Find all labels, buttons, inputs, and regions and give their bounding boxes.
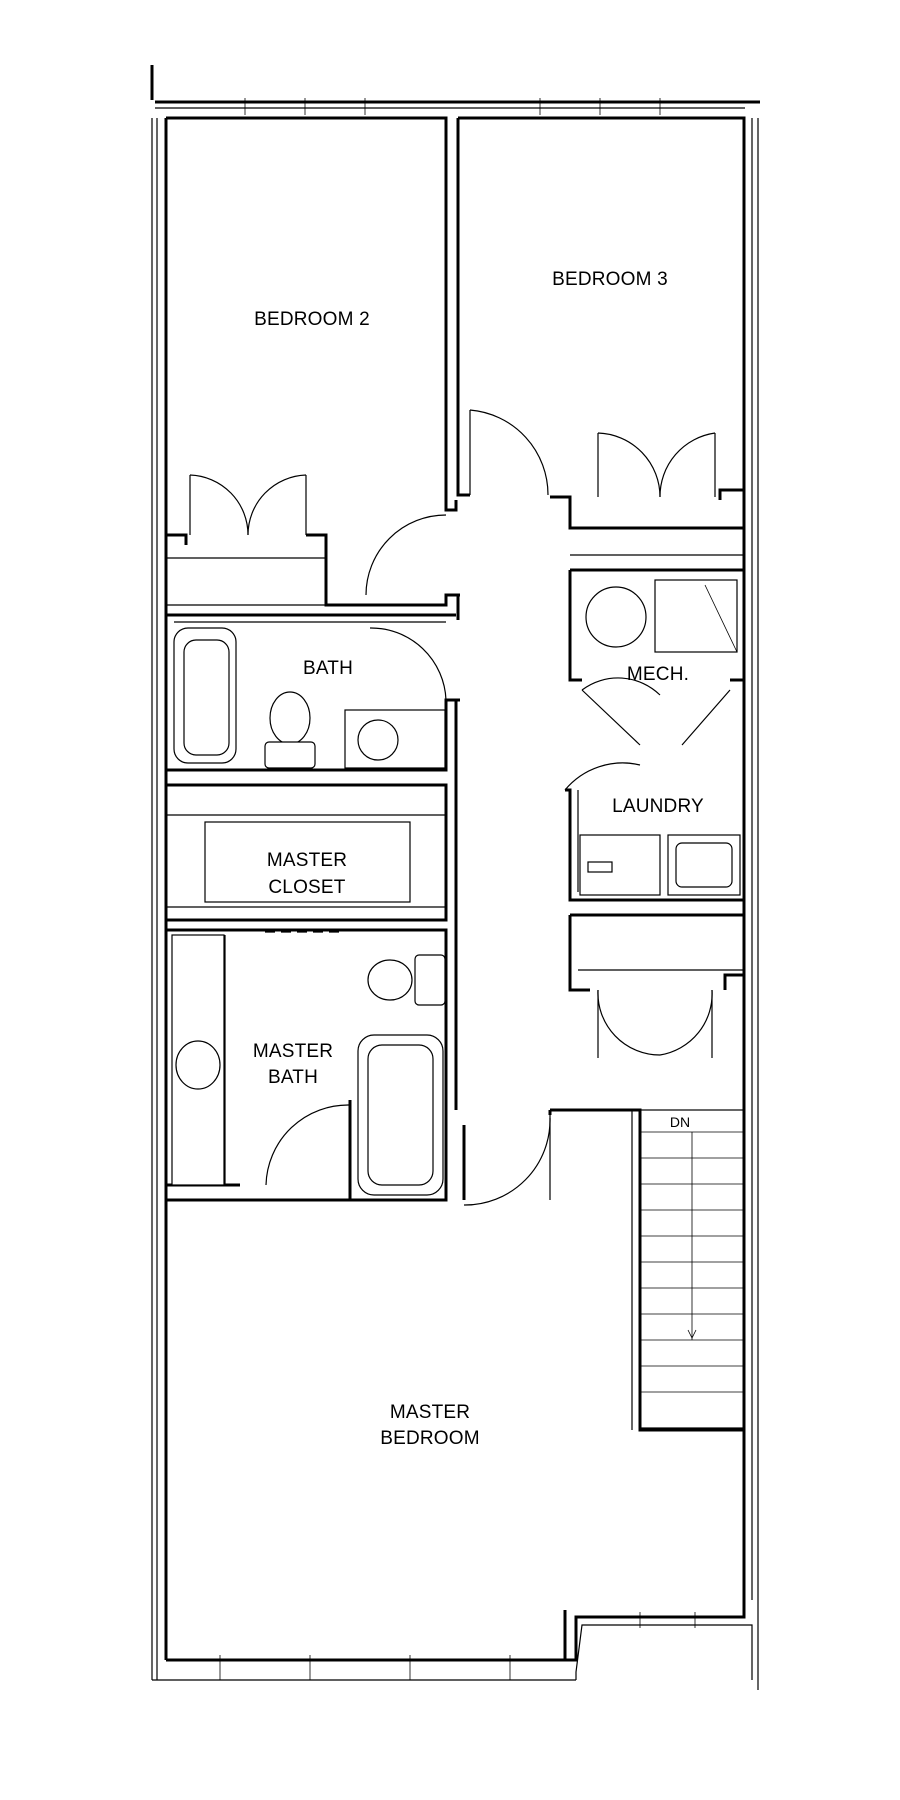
interior-walls xyxy=(164,116,746,1432)
mech-label: MECH. xyxy=(627,664,689,685)
room-labels: BEDROOM 2 BEDROOM 3 BATH MECH. LAUNDRY M… xyxy=(253,269,704,1449)
bedroom2-label: BEDROOM 2 xyxy=(254,309,370,330)
master-bath-label-line1: MASTER xyxy=(253,1041,333,1062)
fixtures xyxy=(171,579,741,1196)
laundry-label: LAUNDRY xyxy=(612,796,704,817)
master-bedroom-label-line1: MASTER xyxy=(390,1402,470,1423)
master-bedroom-label-line2: BEDROOM xyxy=(380,1428,480,1449)
bath-label: BATH xyxy=(303,658,353,679)
stairs-direction-label: DN xyxy=(670,1114,690,1130)
master-bath-label-line2: BATH xyxy=(268,1067,318,1088)
master-closet-label-line2: CLOSET xyxy=(268,877,345,898)
doors xyxy=(189,409,731,1206)
bedroom3-label: BEDROOM 3 xyxy=(552,269,668,290)
stairs: DN xyxy=(639,1109,745,1429)
master-closet-label-line1: MASTER xyxy=(267,850,347,871)
